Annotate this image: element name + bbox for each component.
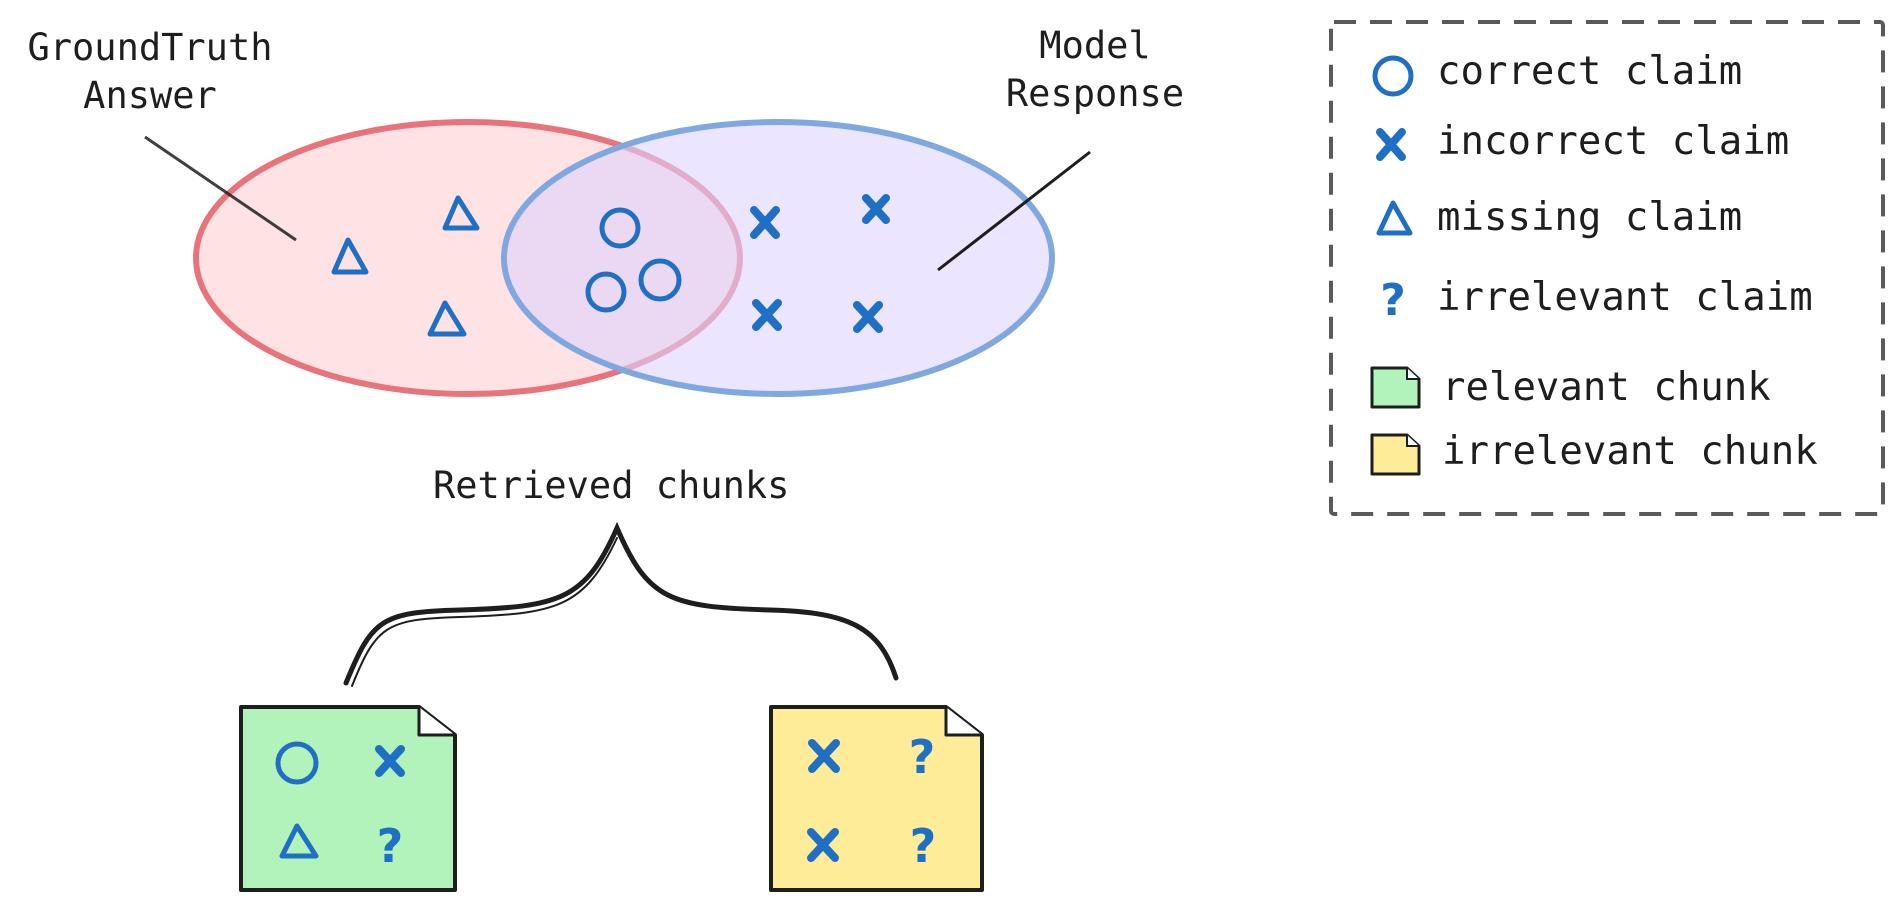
legend-missing-triangle-icon bbox=[1376, 200, 1413, 236]
ground-truth-label-line1: GroundTruth bbox=[27, 26, 273, 69]
incorrect-claim-cross-icon bbox=[807, 828, 839, 862]
model-response-label-line1: Model bbox=[1039, 24, 1151, 67]
legend-relevant-chunk-label: relevant chunk bbox=[1442, 365, 1771, 410]
incorrect-claim-cross-icon bbox=[853, 301, 883, 333]
legend-missing-label: missing claim bbox=[1437, 195, 1743, 240]
model-response-ellipse bbox=[501, 119, 1055, 397]
legend-irrelevant-question-icon: ? bbox=[1380, 275, 1406, 326]
model-response-label: Model Response bbox=[975, 22, 1215, 118]
incorrect-claim-cross-icon bbox=[752, 299, 782, 331]
legend-box bbox=[1329, 20, 1885, 516]
legend-irrelevant-chunk-icon bbox=[1370, 433, 1421, 476]
legend-irrelevant-chunk-label: irrelevant chunk bbox=[1442, 429, 1818, 474]
legend-correct-circle-icon bbox=[1372, 55, 1414, 97]
missing-claim-triangle-icon bbox=[427, 300, 467, 337]
missing-claim-triangle-icon bbox=[442, 195, 480, 231]
incorrect-claim-cross-icon bbox=[750, 206, 780, 239]
incorrect-claim-cross-icon bbox=[862, 194, 890, 224]
incorrect-claim-cross-icon bbox=[375, 745, 405, 777]
model-response-label-line2: Response bbox=[1005, 72, 1185, 115]
curly-brace bbox=[343, 521, 899, 687]
legend-incorrect-cross-icon bbox=[1376, 128, 1406, 161]
ground-truth-label: GroundTruth Answer bbox=[10, 24, 290, 120]
legend-irrelevant-label: irrelevant claim bbox=[1437, 275, 1813, 320]
correct-claim-circle-icon bbox=[638, 258, 682, 302]
ground-truth-label-line2: Answer bbox=[83, 74, 217, 117]
correct-claim-circle-icon bbox=[275, 741, 319, 785]
ground-truth-leader-line bbox=[144, 135, 297, 242]
legend-correct-label: correct claim bbox=[1437, 49, 1743, 94]
correct-claim-circle-icon bbox=[585, 271, 627, 313]
irrelevant-claim-question-icon: ? bbox=[909, 730, 936, 784]
retrieved-chunks-label: Retrieved chunks bbox=[433, 464, 790, 507]
legend-relevant-chunk-icon bbox=[1370, 366, 1421, 409]
correct-claim-circle-icon bbox=[599, 207, 641, 249]
relevant-chunk-document: ? bbox=[239, 705, 457, 892]
model-response-leader-line bbox=[937, 150, 1091, 272]
legend-incorrect-label: incorrect claim bbox=[1437, 119, 1790, 164]
irrelevant-claim-question-icon: ? bbox=[910, 819, 937, 873]
missing-claim-triangle-icon bbox=[279, 823, 319, 859]
irrelevant-chunk-document: ? ? bbox=[769, 705, 984, 892]
incorrect-claim-cross-icon bbox=[808, 739, 840, 773]
irrelevant-claim-question-icon: ? bbox=[377, 819, 404, 873]
missing-claim-triangle-icon bbox=[331, 237, 369, 275]
